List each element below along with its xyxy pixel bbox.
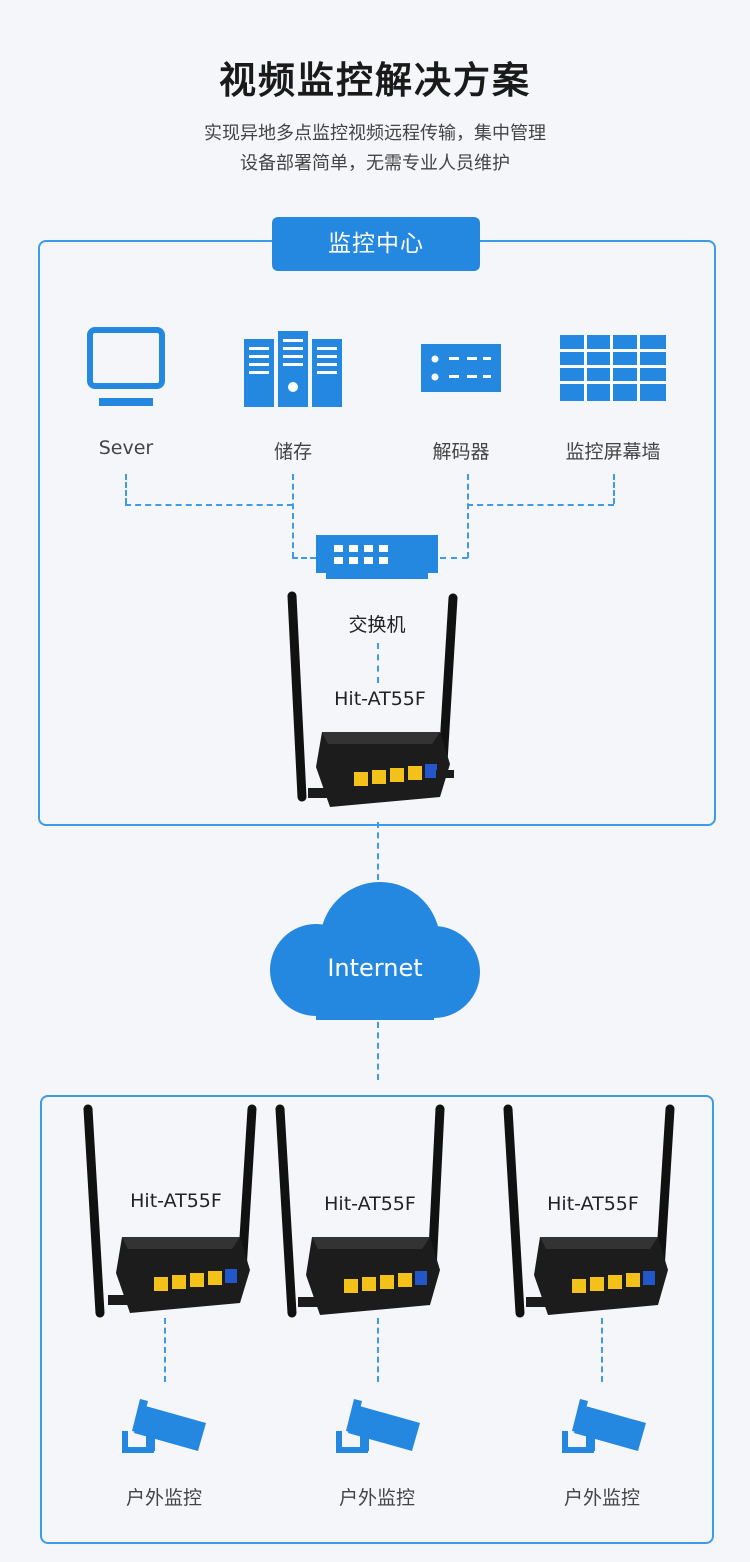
storage-label: 储存 — [273, 441, 312, 463]
center-router-image — [287, 591, 458, 807]
remote-router-image-1 — [83, 1104, 257, 1318]
subtitle-line-1: 实现异地多点监控视频远程传输，集中管理 — [204, 123, 546, 144]
decoder-label: 解码器 — [432, 441, 490, 463]
remote-router-label-1: Hit-AT55F — [130, 1190, 222, 1212]
camera-label-1: 户外监控 — [125, 1487, 202, 1509]
switch-icon — [316, 535, 438, 579]
connector-right-horizontal — [467, 504, 614, 506]
connector-site-1 — [164, 1318, 166, 1382]
page-title: 视频监控解决方案 — [219, 59, 531, 102]
monitor-icon — [87, 327, 165, 406]
connector-server — [125, 474, 127, 504]
video-wall-label: 监控屏幕墙 — [565, 441, 661, 463]
connector-video-wall — [613, 474, 615, 504]
center-router-label: Hit-AT55F — [334, 688, 426, 710]
remote-router-label-3: Hit-AT55F — [547, 1193, 639, 1215]
remote-router-label-2: Hit-AT55F — [324, 1193, 416, 1215]
camera-icon — [122, 1399, 206, 1453]
remote-router-image-2 — [275, 1104, 445, 1318]
decoder-icon — [421, 344, 501, 392]
server-rack-icon — [244, 331, 342, 407]
connector-storage — [292, 474, 294, 558]
connector-center-internet — [377, 822, 379, 880]
video-wall-icon — [560, 335, 666, 401]
camera-label-3: 户外监控 — [563, 1487, 640, 1509]
cloud-icon — [270, 882, 480, 1020]
connector-internet-remote — [377, 1022, 379, 1080]
monitoring-center-badge: 监控中心 — [272, 217, 480, 271]
camera-label-2: 户外监控 — [338, 1487, 415, 1509]
server-label: Sever — [98, 437, 154, 459]
camera-icon — [336, 1399, 420, 1453]
remote-router-image-3 — [503, 1104, 675, 1318]
switch-label: 交换机 — [348, 614, 406, 636]
connector-left-horizontal — [125, 504, 293, 506]
internet-label: Internet — [327, 954, 423, 982]
connector-left-to-switch — [292, 557, 316, 559]
connector-right-to-switch — [440, 557, 468, 559]
connector-switch-router — [377, 643, 379, 683]
connector-site-3 — [601, 1318, 603, 1382]
subtitle-line-2: 设备部署简单，无需专业人员维护 — [240, 153, 510, 174]
connector-decoder — [467, 474, 469, 558]
camera-icon — [562, 1399, 646, 1453]
connector-site-2 — [377, 1318, 379, 1382]
